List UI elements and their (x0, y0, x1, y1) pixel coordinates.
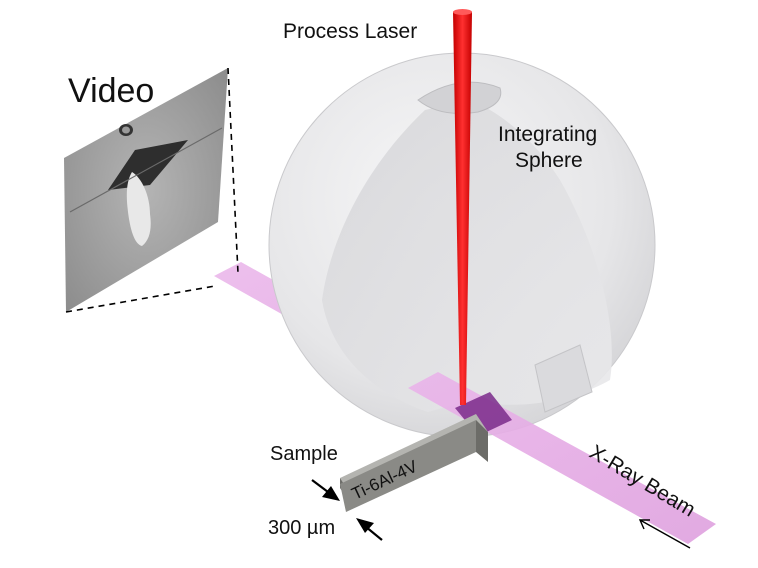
thickness-arrows (311, 479, 383, 541)
process-laser-label: Process Laser (283, 20, 417, 43)
sample-bar (340, 414, 488, 512)
thickness-label: 300 µm (268, 517, 335, 539)
video-label: Video (68, 72, 154, 110)
sphere-shelf (534, 344, 593, 413)
video-keyhole (108, 140, 188, 190)
sample-bar-face (340, 420, 476, 512)
projection-line-bottom (65, 285, 216, 313)
integrating-sphere-label-line1: Integrating (498, 123, 597, 146)
process-laser-beam (453, 12, 472, 405)
xray-direction-arrow (638, 519, 691, 549)
video-frame (64, 68, 228, 312)
integrating-sphere-label-line2: Sphere (515, 149, 583, 172)
sample-label: Sample (270, 443, 338, 465)
video-melt-pool (126, 172, 151, 246)
projection-line-top (227, 67, 239, 274)
